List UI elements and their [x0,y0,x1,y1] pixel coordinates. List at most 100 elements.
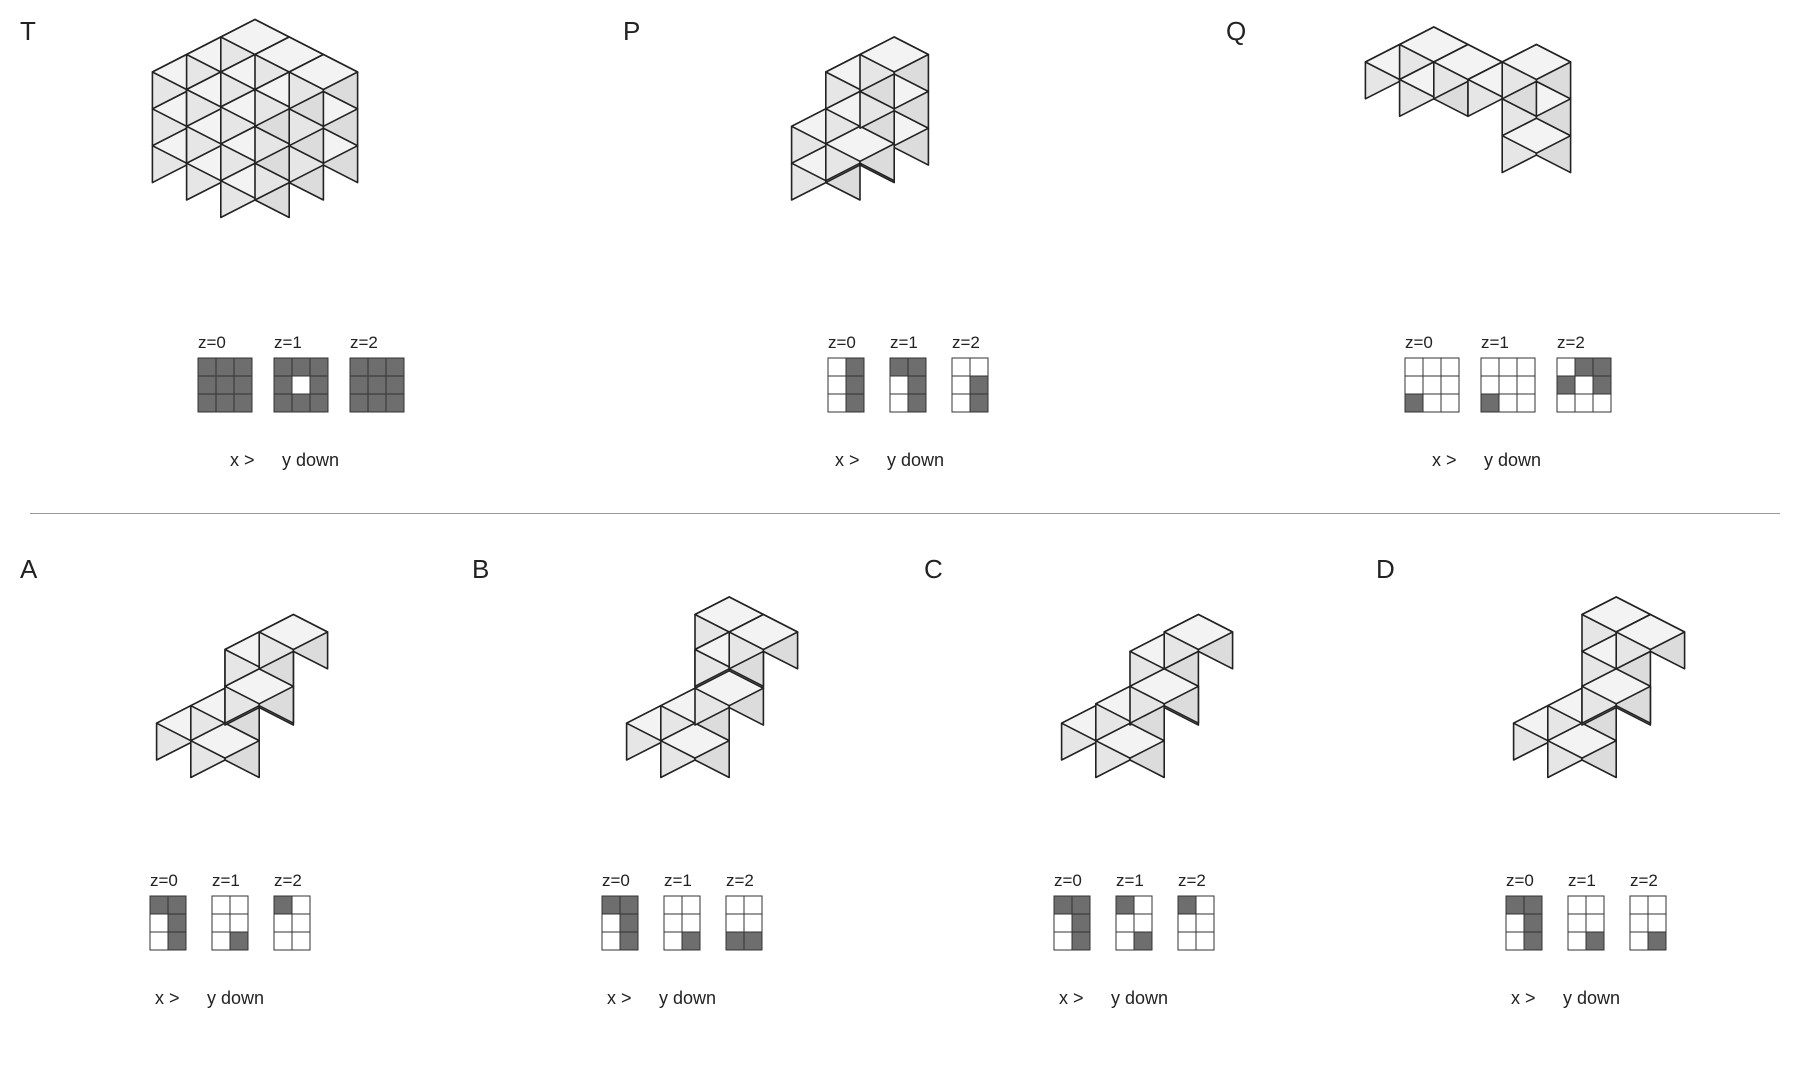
grid-cell-filled [215,393,235,413]
grid-cell-empty [1629,913,1649,933]
cube [258,613,329,670]
isometric-solid [1060,613,1234,779]
axis-caption-y: y down [1111,988,1168,1008]
layer-grid: z=1 [1115,871,1153,951]
axis-caption-x: x > [1432,450,1457,470]
grid-cell-filled [273,393,293,413]
layer-grid: z=1 [663,871,701,951]
cube [728,613,799,670]
layer-label: z=2 [1630,871,1658,890]
grid-cell-filled [291,393,311,413]
grid-cell-filled [349,375,369,395]
grid-cell-empty [1053,913,1073,933]
axis-caption-y: y down [659,988,716,1008]
grid-cell-empty [1422,375,1442,395]
grid-cell-filled [1133,931,1153,951]
grid-cell-filled [1115,895,1135,915]
grid-cell-empty [1133,895,1153,915]
grid-cell-filled [167,931,187,951]
layer-label: z=0 [150,871,178,890]
grid-cell-filled [385,357,405,377]
grid-cell-filled [845,375,865,395]
grid-cell-filled [1053,895,1073,915]
grid-cell-filled [215,357,235,377]
axis-caption-x: x > [835,450,860,470]
panel-label: D [1376,554,1395,584]
grid-cell-filled [1523,913,1543,933]
grid-cell-empty [663,913,683,933]
grid-cell-filled [1592,375,1612,395]
grid-cell-filled [619,913,639,933]
layer-label: z=0 [828,333,856,352]
cube [859,36,930,93]
isometric-solid [155,613,329,779]
grid-cell-empty [273,931,293,951]
grid-cell-filled [743,931,763,951]
grid-cell-empty [1195,895,1215,915]
layer-label: z=2 [350,333,378,352]
grid-cell-empty [951,375,971,395]
grid-cell-empty [1422,357,1442,377]
axis-caption-y: y down [1563,988,1620,1008]
layer-label: z=2 [1178,871,1206,890]
grid-cell-empty [1647,913,1667,933]
isometric-solid [790,36,930,201]
cube-face-top [1163,613,1234,651]
grid-cell-filled [309,393,329,413]
grid-cell-empty [273,913,293,933]
grid-cell-filled [291,357,311,377]
layer-grid: z=1 [889,333,927,413]
grid-cell-filled [619,931,639,951]
grid-cell-empty [149,913,169,933]
grid-cell-empty [1498,393,1518,413]
grid-cell-filled [1574,357,1594,377]
layer-label: z=1 [664,871,692,890]
grid-cell-filled [385,393,405,413]
layer-grid: z=2 [349,333,405,413]
layer-grid: z=2 [951,333,989,413]
axis-caption-x: x > [1059,988,1084,1008]
isometric-solid [625,596,799,779]
grid-cell-filled [349,357,369,377]
layer-grid: z=2 [725,871,763,951]
section-divider [30,513,1780,514]
grid-cell-empty [1629,931,1649,951]
grid-cell-empty [1480,357,1500,377]
grid-cell-empty [1585,913,1605,933]
layer-grid: z=0 [601,871,639,951]
grid-cell-filled [1592,357,1612,377]
isometric-solid [151,18,359,219]
axis-caption-y: y down [887,450,944,470]
layer-label: z=2 [1557,333,1585,352]
cube-face-top [288,53,359,91]
grid-cell-empty [1498,357,1518,377]
grid-cell-empty [681,895,701,915]
grid-cell-empty [951,393,971,413]
grid-cell-empty [291,913,311,933]
layer-label: z=2 [952,333,980,352]
grid-cell-filled [1556,375,1576,395]
grid-cell-empty [1647,895,1667,915]
grid-cell-empty [1440,393,1460,413]
grid-cell-empty [827,375,847,395]
layer-label: z=1 [890,333,918,352]
layer-grid: z=0 [197,333,253,413]
grid-cell-filled [1071,895,1091,915]
grid-cell-empty [1516,393,1536,413]
cube [1501,43,1572,100]
grid-cell-filled [1523,895,1543,915]
grid-cell-filled [273,895,293,915]
grid-cell-filled [1177,895,1197,915]
grid-cell-filled [309,375,329,395]
grid-cell-empty [601,913,621,933]
layer-grid: z=2 [1177,871,1215,951]
grid-cell-empty [1440,357,1460,377]
grid-cell-filled [845,393,865,413]
axis-caption-x: x > [607,988,632,1008]
grid-cell-empty [1404,375,1424,395]
grid-cell-empty [1516,375,1536,395]
cube-face-top [258,613,329,651]
